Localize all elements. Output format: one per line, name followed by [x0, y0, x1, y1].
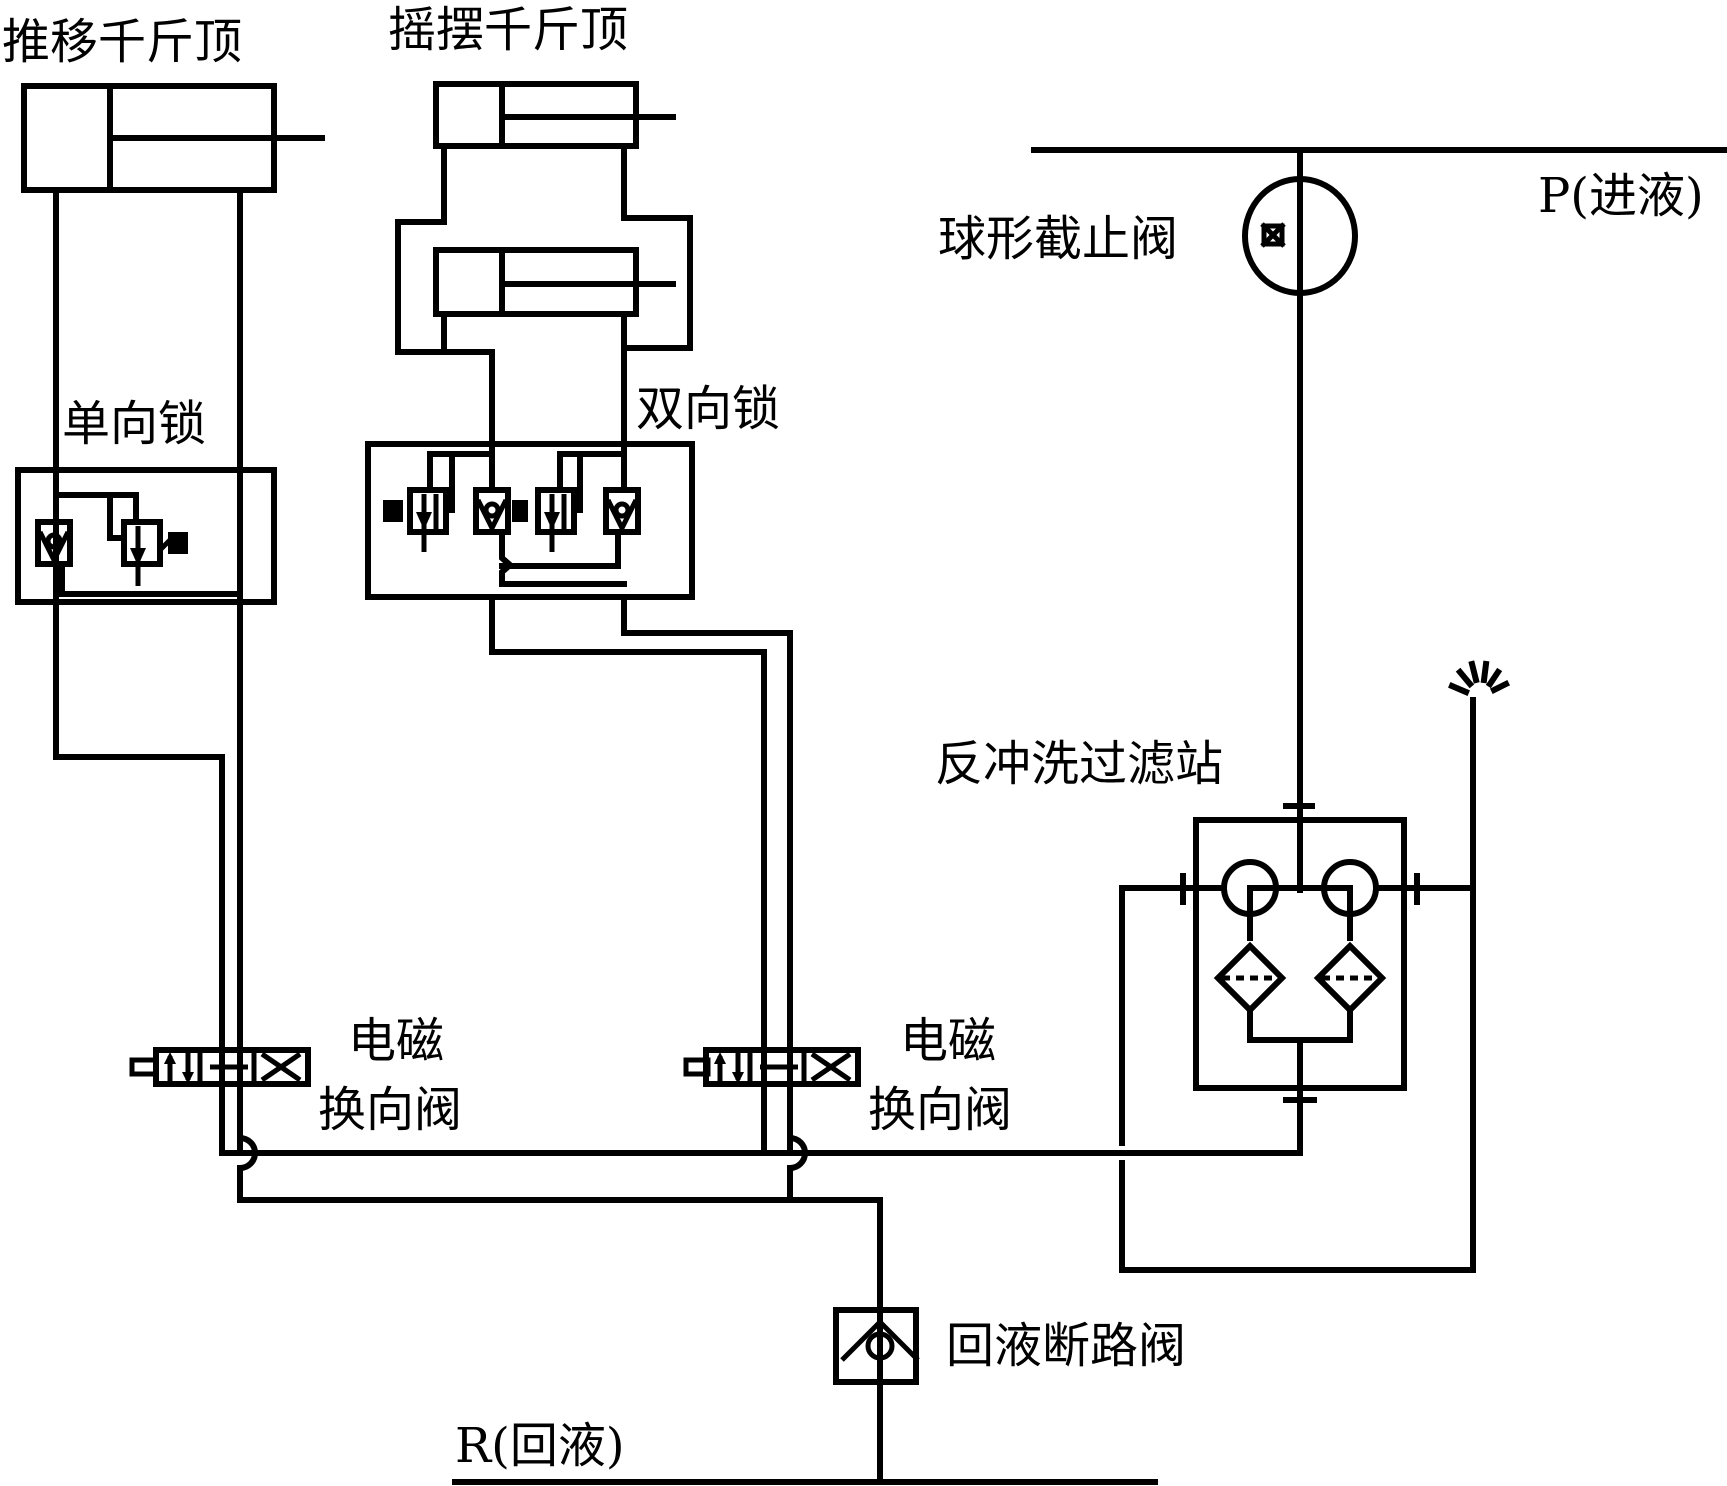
label-solenoid-valve-2-line1: 电磁: [900, 1013, 996, 1069]
push-jack-lines: [53, 187, 243, 1156]
single-lock-block: [15, 467, 277, 605]
solenoid-valve-1: [129, 1047, 311, 1087]
label-solenoid-valve-1-line2: 换向阀: [318, 1082, 462, 1138]
label-solenoid-valve-2-line2: 换向阀: [868, 1082, 1012, 1138]
swing-jack-cylinder-upper: [433, 81, 676, 149]
label-solenoid-valve-1-line1: 电磁: [348, 1013, 444, 1069]
double-lock-block: [365, 441, 695, 600]
label-return-line: R(回液): [455, 1418, 625, 1474]
backflush-filter-station: [1113, 697, 1476, 1273]
label-return-cutoff-valve: 回液断路阀: [946, 1318, 1186, 1374]
pressure-distribution-line: [219, 1134, 1119, 1172]
label-ball-valve: 球形截止阀: [938, 211, 1178, 267]
label-swing-jack: 摇摆千斤顶: [388, 2, 628, 58]
double-lock-output-lines: [489, 594, 793, 1156]
return-cutoff-valve: [833, 1307, 920, 1385]
spray-nozzle-icon: [1448, 660, 1511, 696]
swing-jack-cylinder-lower: [433, 247, 676, 317]
push-jack-cylinder: [21, 83, 325, 193]
solenoid-valve-2: [683, 1047, 861, 1087]
return-distribution-line: [237, 1165, 883, 1481]
label-double-lock: 双向锁: [636, 381, 780, 437]
label-pressure-line: P(进液): [1538, 168, 1704, 224]
label-single-lock: 单向锁: [62, 396, 206, 452]
label-push-jack: 推移千斤顶: [2, 14, 242, 70]
label-filter-station: 反冲洗过滤站: [935, 736, 1223, 792]
ball-valve: [1242, 147, 1358, 893]
swing-jack-lines: [395, 143, 693, 447]
